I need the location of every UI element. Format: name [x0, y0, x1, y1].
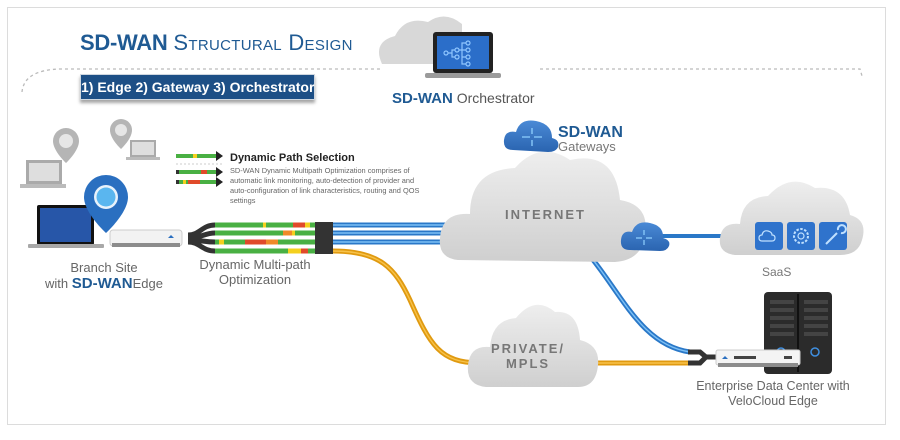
- server-slot: [804, 332, 828, 336]
- orchestrator-text: Orchestrator: [456, 90, 535, 106]
- server-slot: [770, 332, 794, 336]
- remote-branch-pin-icon: [53, 119, 132, 163]
- datacenter-label: Enterprise Data Center with VeloCloud Ed…: [696, 379, 850, 408]
- saas-wrench-icon: [819, 222, 847, 250]
- orchestrator-laptop-icon: [425, 32, 501, 78]
- lane-quality-segment: [301, 248, 308, 254]
- server-slot: [770, 308, 794, 312]
- remote-laptop-icon: [20, 140, 160, 188]
- server-slot: [804, 324, 828, 328]
- branch-brand: SD-WAN: [71, 275, 133, 292]
- branch-suffix: Edge: [132, 276, 163, 291]
- velocloud-edge-device-icon: [688, 349, 801, 367]
- lane-quality-segment: [266, 239, 278, 245]
- internet-label: INTERNET: [505, 207, 586, 222]
- branch-laptop-icon: [28, 205, 104, 248]
- branch-prefix: with: [45, 276, 69, 291]
- multipath-lane: [215, 230, 315, 236]
- server-slot: [770, 300, 794, 304]
- gateways-text: Gateways: [558, 139, 616, 154]
- saas-cloud-service-icon: [755, 222, 783, 250]
- private-mpls-label: PRIVATE/ MPLS: [490, 341, 566, 371]
- lane-quality-segment: [263, 222, 266, 228]
- saas-gear-icon: [787, 222, 815, 250]
- saas-label: SaaS: [762, 265, 792, 279]
- branch-line1: Branch Site: [70, 260, 138, 275]
- components-banner: 1) Edge 2) Gateway 3) Orchestrator: [80, 74, 315, 100]
- title-main: SD-WAN: [80, 30, 168, 55]
- sdwan-gateway-edge-cloud-icon: [620, 222, 670, 251]
- gateways-brand: SD-WAN: [558, 124, 623, 141]
- server-slot: [770, 324, 794, 328]
- multipath-bundle: [187, 222, 333, 254]
- server-slot: [804, 308, 828, 312]
- network-tree-icon: [443, 40, 471, 67]
- lane-quality-segment: [305, 222, 310, 228]
- server-slot: [804, 300, 828, 304]
- multipath-label: Dynamic Multi-path Optimization: [199, 257, 311, 287]
- sdwan-gateway-cloud-icon: [503, 120, 559, 152]
- branch-location-pin-icon: [84, 175, 128, 233]
- orchestrator-label: SD-WAN Orchestrator: [392, 90, 535, 107]
- dynamic-path-title: Dynamic Path Selection: [230, 152, 355, 164]
- lane-quality-segment: [292, 230, 295, 236]
- private-mpls-cloud: [467, 304, 599, 387]
- orchestrator-brand: SD-WAN: [392, 90, 453, 107]
- internet-cloud: [439, 151, 646, 262]
- title-sub: Structural Design: [173, 30, 353, 55]
- lane-quality-segment: [293, 222, 305, 228]
- lane-quality-segment: [245, 239, 266, 245]
- multipath-lane: [215, 248, 315, 254]
- dynamic-path-legend-icon: [176, 151, 223, 187]
- server-slot: [770, 316, 794, 320]
- lane-quality-segment: [288, 248, 301, 254]
- dynamic-path-description: SD-WAN Dynamic Multipath Optimization co…: [230, 166, 420, 205]
- lane-quality-segment: [219, 239, 224, 245]
- server-slot: [804, 316, 828, 320]
- lane-quality-segment: [283, 230, 292, 236]
- sdwan-edge-device-icon: [109, 229, 183, 247]
- dashed-divider: [21, 68, 863, 93]
